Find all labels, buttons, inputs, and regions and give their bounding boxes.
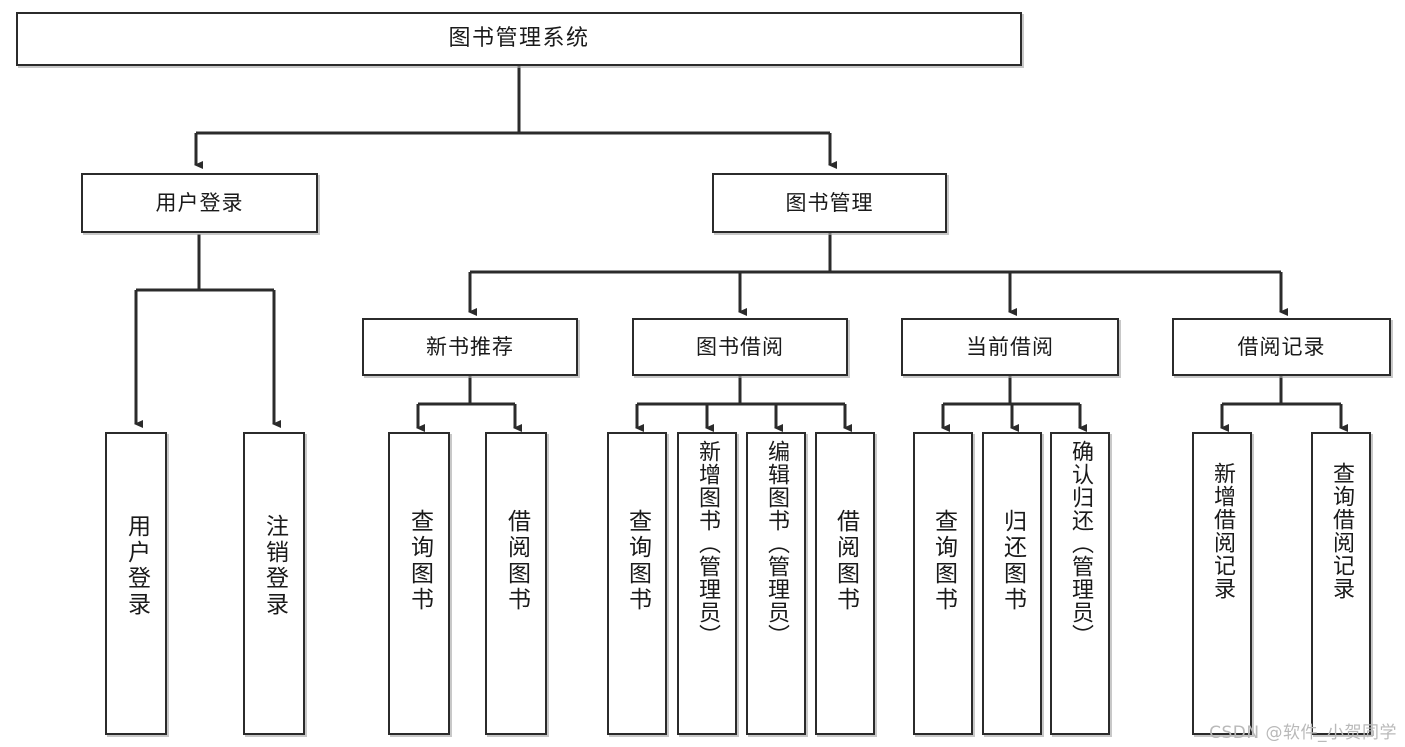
node-label: 编辑图书（管理员） [764, 440, 789, 647]
node-leaf-confirm-return-admin[interactable]: 确认归还（管理员） [1050, 432, 1110, 735]
node-leaf-borrow-book-recommend[interactable]: 借阅图书 [485, 432, 547, 735]
node-label: 当前借阅 [966, 334, 1054, 359]
node-label: 新增借阅记录 [1210, 462, 1235, 600]
node-current-borrow[interactable]: 当前借阅 [901, 318, 1119, 376]
node-user-login[interactable]: 用户登录 [81, 173, 318, 233]
node-label: 新书推荐 [426, 334, 514, 359]
node-label: 用户登录 [155, 190, 244, 215]
node-label: 借阅图书 [503, 509, 530, 613]
node-leaf-borrow-book[interactable]: 借阅图书 [815, 432, 875, 735]
node-leaf-return-book[interactable]: 归还图书 [982, 432, 1042, 735]
node-label: 查询图书 [406, 509, 433, 613]
node-borrow-records[interactable]: 借阅记录 [1172, 318, 1391, 376]
node-book-management[interactable]: 图书管理 [712, 173, 947, 233]
node-label: 注销登录 [261, 514, 288, 618]
node-label: 确认归还（管理员） [1068, 440, 1093, 647]
node-root-book-management-system[interactable]: 图书管理系统 [16, 12, 1022, 66]
node-label: 查询图书 [930, 509, 957, 613]
node-label: 图书借阅 [696, 334, 784, 359]
node-label: 查询借阅记录 [1329, 462, 1354, 600]
node-label: 归还图书 [999, 509, 1026, 613]
node-label: 用户登录 [123, 514, 150, 618]
node-leaf-query-borrow-record[interactable]: 查询借阅记录 [1311, 432, 1371, 735]
node-label: 借阅图书 [832, 509, 859, 613]
node-label: 图书管理系统 [448, 26, 590, 52]
node-leaf-edit-book-admin[interactable]: 编辑图书（管理员） [746, 432, 806, 735]
node-new-book-recommend[interactable]: 新书推荐 [362, 318, 578, 376]
node-leaf-query-book-borrow[interactable]: 查询图书 [607, 432, 667, 735]
node-label: 查询图书 [624, 509, 651, 613]
node-label: 图书管理 [785, 190, 874, 215]
node-leaf-logout[interactable]: 注销登录 [243, 432, 305, 735]
node-label: 新增图书（管理员） [695, 440, 720, 647]
node-leaf-query-book-current[interactable]: 查询图书 [913, 432, 973, 735]
node-leaf-add-book-admin[interactable]: 新增图书（管理员） [677, 432, 737, 735]
node-label: 借阅记录 [1237, 334, 1326, 359]
node-leaf-add-borrow-record[interactable]: 新增借阅记录 [1192, 432, 1252, 735]
node-book-borrow[interactable]: 图书借阅 [632, 318, 848, 376]
csdn-watermark: CSDN @软件_小贺同学 [1209, 723, 1397, 743]
node-leaf-query-book-recommend[interactable]: 查询图书 [388, 432, 450, 735]
node-leaf-user-login[interactable]: 用户登录 [105, 432, 167, 735]
